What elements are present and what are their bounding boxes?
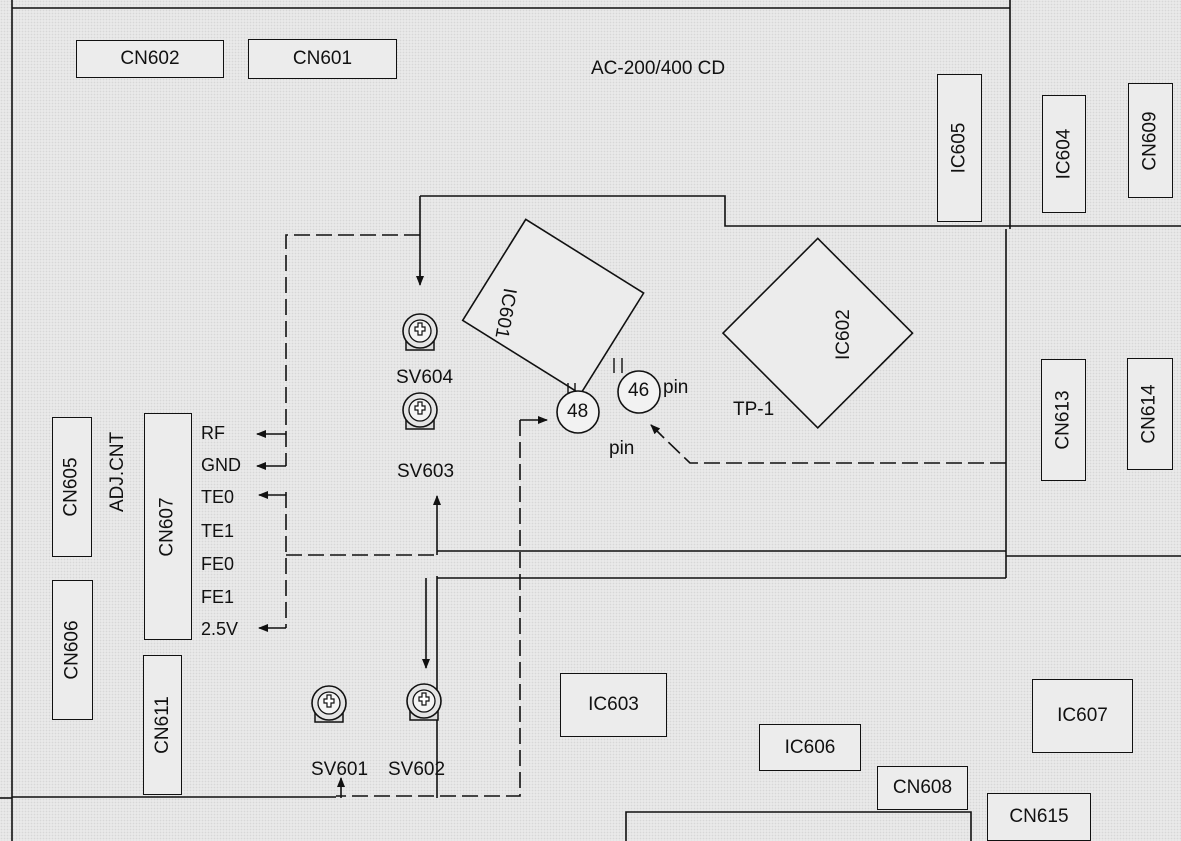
signal-fe1-label: FE1 <box>201 587 235 607</box>
pin-48-number: 48 <box>567 401 589 422</box>
pin-48-marker <box>556 390 600 434</box>
signal-te0-label: TE0 <box>201 487 235 507</box>
ic602-label: IC602 <box>833 309 854 360</box>
model-label: AC-200/400 CD <box>591 58 726 79</box>
sv604-label: SV604 <box>396 367 454 388</box>
cn601-connector: CN601 <box>248 39 397 79</box>
signal-rf-label: RF <box>201 423 225 443</box>
cn602-connector: CN602 <box>76 40 224 78</box>
ic601-chip <box>461 218 645 396</box>
signal-fe0-label: FE0 <box>201 554 235 574</box>
cn607-connector: CN607 <box>144 413 192 640</box>
cn614-connector: CN614 <box>1127 358 1173 470</box>
pin-46-caption: pin <box>663 377 689 398</box>
sv603-trimmer-icon[interactable] <box>402 392 438 430</box>
ic602-chip <box>721 237 914 430</box>
tp-1-label: TP-1 <box>733 399 775 420</box>
sv601-label: SV601 <box>311 759 369 780</box>
ic603-chip: IC603 <box>560 673 667 737</box>
sv602-trimmer-icon[interactable] <box>406 683 442 721</box>
ic607-chip: IC607 <box>1032 679 1133 753</box>
sv602-label: SV602 <box>388 759 446 780</box>
pin-48-caption: pin <box>609 438 635 459</box>
signal-gnd-label: GND <box>201 455 241 475</box>
cn605-connector: CN605 <box>52 417 92 557</box>
ic604-chip: IC604 <box>1042 95 1086 213</box>
signal-2-5v-label: 2.5V <box>201 619 239 639</box>
adj-cnt-label: ADJ.CNT <box>107 431 128 512</box>
cn606-connector: CN606 <box>52 580 93 720</box>
cn609-connector: CN609 <box>1128 83 1173 198</box>
pin-46-marker <box>617 370 661 414</box>
cn611-connector: CN611 <box>143 655 182 795</box>
ic605-chip: IC605 <box>937 74 982 222</box>
sv603-label: SV603 <box>397 461 455 482</box>
sv604-trimmer-icon[interactable] <box>402 313 438 351</box>
ic606-chip: IC606 <box>759 724 861 771</box>
pin-46-number: 46 <box>628 380 650 401</box>
cn613-connector: CN613 <box>1041 359 1086 481</box>
sv601-trimmer-icon[interactable] <box>311 685 347 723</box>
signal-te1-label: TE1 <box>201 521 235 541</box>
cn615-connector: CN615 <box>987 793 1091 841</box>
cn608-connector: CN608 <box>877 766 968 810</box>
